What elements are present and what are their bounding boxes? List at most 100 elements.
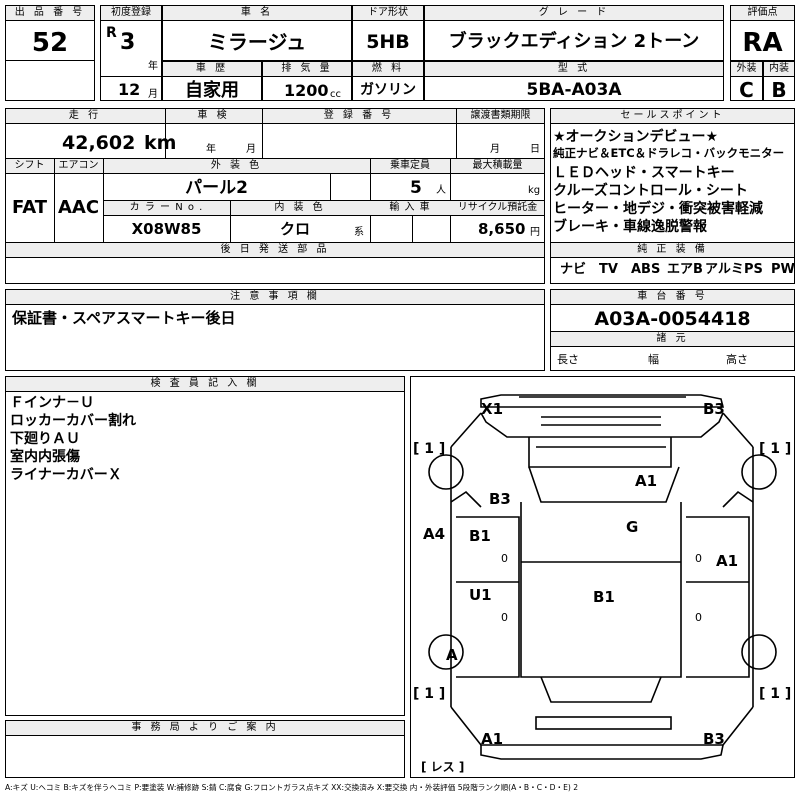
sales-point: ヒーター・地デジ・衝突被害軽減 — [553, 201, 763, 217]
shift-label: シフト — [14, 160, 45, 171]
office-label: 事 務 局 よ り ご 案 内 — [131, 722, 279, 733]
dims-label: 諸 元 — [656, 333, 689, 344]
colorno-value: X08W85 — [131, 220, 202, 238]
seats-label: 乗車定員 — [390, 160, 430, 171]
notes-label: 注 意 事 項 欄 — [230, 291, 320, 302]
mileage-unit: km — [144, 132, 177, 154]
car-name: ミラージュ — [207, 30, 307, 54]
ac-value: AAC — [57, 197, 100, 218]
mark-b3-rear: B3 — [703, 730, 725, 748]
recycle-unit: 円 — [530, 227, 540, 238]
displacement-value: 1200 — [284, 81, 329, 100]
damage-diagram: X1 B3 A1 B3 G A4 B1 A1 U1 B1 A A1 B3 [ 1… — [410, 376, 795, 778]
inspection-label: 車 検 — [197, 110, 230, 121]
fuel-label: 燃 料 — [371, 63, 405, 74]
intcolor-value: クロ — [280, 220, 311, 238]
mileage-value: 42,602 — [62, 132, 136, 154]
length-label: 長さ — [557, 353, 579, 366]
seats-unit: 人 — [436, 185, 446, 196]
equip-item: TV — [599, 262, 618, 277]
score-value: RA — [742, 28, 783, 58]
transfer-month-unit: 月 — [490, 144, 500, 155]
equip-label: 純 正 装 備 — [637, 244, 708, 255]
lot-number: 52 — [31, 28, 69, 58]
registration-label: 初度登録 — [111, 7, 151, 18]
mark-b3-fender: B3 — [489, 490, 511, 508]
mark-a1-rear: A1 — [481, 730, 504, 748]
colorno-label: カ ラ ー N o . — [129, 202, 204, 213]
sales-point: ＬＥＤヘッド・スマートキー — [553, 165, 735, 181]
registration-era: R — [106, 25, 117, 41]
color-value: パール2 — [185, 178, 248, 198]
width-label: 幅 — [648, 353, 659, 366]
equip-item: ABS — [631, 262, 661, 277]
chassis-number: A03A-0054418 — [594, 308, 751, 330]
model-value: 5BA-A03A — [526, 80, 622, 100]
load-label: 最大積載量 — [472, 160, 523, 171]
transfer-day-unit: 日 — [530, 144, 540, 155]
tire-depth-front-right: [ 1 ] — [759, 441, 792, 457]
zero-mark: 0 — [501, 552, 508, 565]
import-label: 輸 入 車 — [389, 202, 431, 213]
color-label: 外 装 色 — [210, 160, 263, 171]
sales-point: 純正ナビ＆ETC＆ドラレコ・バックモニター — [553, 146, 785, 160]
recycle-value: 8,650 — [478, 220, 526, 238]
later-parts-label: 後 日 発 送 部 品 — [220, 244, 330, 255]
chassis-label: 車 台 番 号 — [637, 291, 708, 302]
sales-label: セールスポイント — [620, 110, 725, 121]
car-outline — [428, 394, 777, 760]
equip-item: アルミ — [705, 262, 744, 277]
grade-value: ブラックエディション 2トーン — [448, 31, 700, 52]
tire-depth-front-left: [ 1 ] — [413, 441, 446, 457]
mark-a-wheel: A — [446, 646, 458, 664]
height-label: 高さ — [726, 353, 748, 366]
inspector-line: ライナーカバーＸ — [10, 467, 122, 483]
inspector-label: 検 査 員 記 入 欄 — [150, 378, 260, 389]
model-label: 型 式 — [557, 63, 591, 74]
fuel-value: ガソリン — [360, 82, 416, 98]
load-unit: kg — [528, 185, 541, 196]
equip-item: PW — [771, 262, 795, 277]
sales-point: クルーズコントロール・シート — [553, 183, 748, 199]
inspection-month-unit: 月 — [246, 144, 256, 155]
year-unit: 年 — [148, 61, 158, 72]
door-type: 5HB — [366, 31, 410, 53]
inspection-year-unit: 年 — [206, 144, 216, 155]
sales-point: ★オークションデビュー★ — [553, 129, 719, 145]
mark-x1: X1 — [481, 400, 504, 418]
mark-u1: U1 — [469, 586, 492, 604]
mark-a4: A4 — [423, 525, 446, 543]
recycle-label: リサイクル預託金 — [457, 202, 538, 213]
legend: A:キズ U:ヘコミ B:キズを伴うヘコミ P:要塗装 W:補修跡 S:錆 C:… — [5, 783, 579, 792]
spare-tire: [ レス ] — [421, 760, 465, 774]
transfer-label: 譲渡書類期限 — [470, 110, 531, 121]
inspector-line: 室内内張傷 — [10, 449, 80, 465]
zero-mark: 0 — [501, 611, 508, 624]
equip-item: ナビ — [560, 262, 587, 277]
intcolor-unit: 系 — [354, 227, 364, 238]
grade-label: グ レ ー ド — [538, 7, 610, 18]
seats-value: 5 — [410, 178, 422, 198]
inspector-line: 下廻りＡＵ — [10, 431, 80, 447]
zero-mark: 0 — [695, 552, 702, 565]
inspector-line: ロッカーカバー割れ — [10, 413, 136, 429]
tire-depth-rear-right: [ 1 ] — [759, 686, 792, 702]
mark-a1-hood: A1 — [635, 472, 658, 490]
equip-item: PS — [744, 262, 763, 277]
inspector-line: Ｆインナ－Ｕ — [10, 395, 94, 411]
registration-year: 3 — [120, 30, 136, 55]
mark-a1-right: A1 — [716, 552, 739, 570]
shift-value: FAT — [11, 197, 48, 218]
history-value: 自家用 — [185, 80, 239, 101]
exterior-grade: C — [739, 78, 754, 102]
interior-label: 内装 — [769, 63, 789, 74]
exterior-label: 外装 — [736, 63, 757, 74]
displacement-label: 排 気 量 — [281, 63, 333, 74]
car-name-label: 車 名 — [240, 7, 274, 18]
lot-label: 出 品 番 号 — [14, 7, 86, 18]
regno-label: 登 録 番 号 — [323, 110, 395, 121]
displacement-unit: cc — [330, 89, 341, 100]
mark-b3-front: B3 — [703, 400, 725, 418]
ac-label: エアコン — [58, 160, 99, 171]
history-label: 車 歴 — [195, 63, 229, 74]
